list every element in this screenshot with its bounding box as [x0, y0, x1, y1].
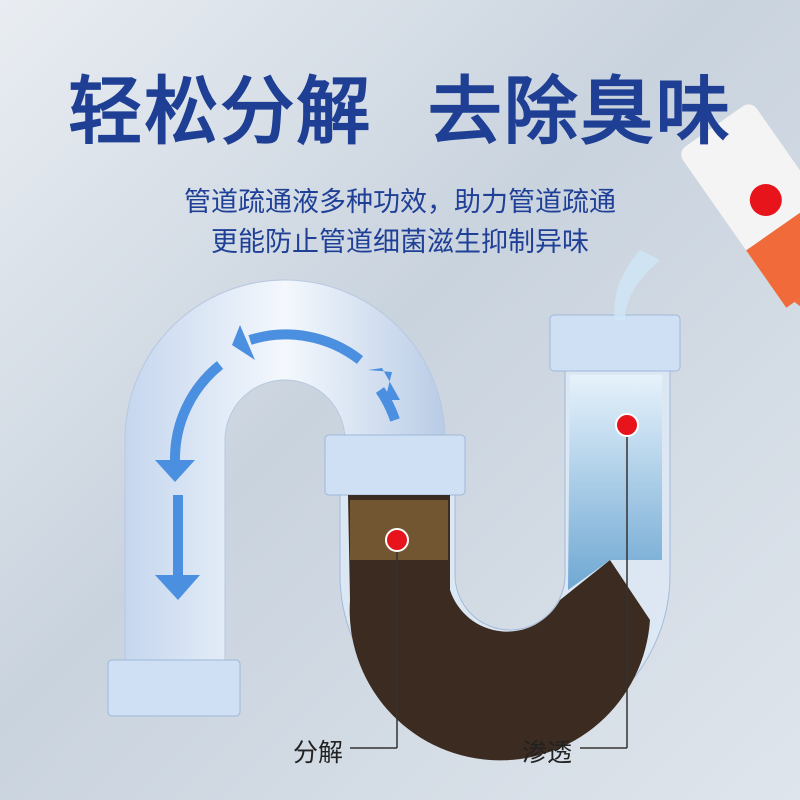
middle-collar: [324, 434, 466, 496]
debris: [348, 495, 650, 761]
right-collar: [549, 314, 681, 372]
left-collar: [107, 659, 241, 717]
subtitle-line-2: 更能防止管道细菌滋生抑制异味: [211, 227, 589, 258]
arrow-head: [368, 368, 400, 400]
subtitle-line-1: 管道疏通液多种功效，助力管道疏通: [184, 187, 616, 218]
penetrate-marker: [615, 413, 639, 437]
decompose-marker: [385, 528, 409, 552]
bottle-icon: [681, 104, 800, 321]
arrow-head: [232, 325, 255, 360]
arrow-head: [155, 460, 195, 482]
liquid-stream: [614, 250, 660, 320]
callout-lines: [350, 425, 628, 749]
headline: 轻松分解 去除臭味: [68, 69, 732, 155]
label-decompose: 分解: [293, 738, 344, 767]
label-penetrate: 渗透: [522, 738, 573, 767]
arrow-head: [155, 575, 200, 600]
water: [568, 375, 662, 590]
flow-arrows: [169, 329, 400, 575]
